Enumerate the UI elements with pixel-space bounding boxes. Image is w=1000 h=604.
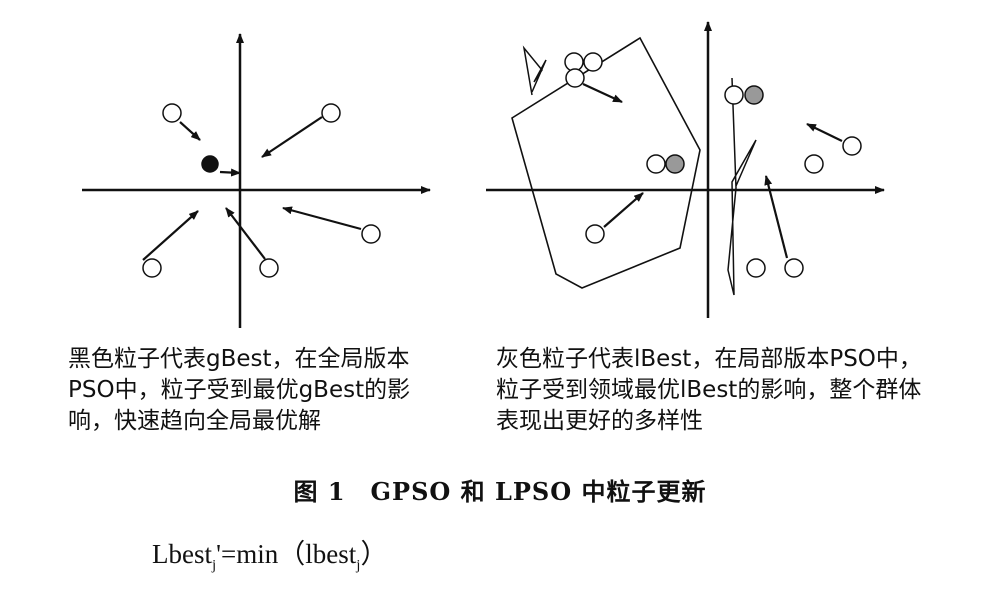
figure-title: 图 1 GPSO 和 LPSO 中粒子更新 — [293, 477, 707, 506]
particle — [565, 68, 585, 88]
particle — [162, 103, 182, 123]
lbest-particle — [744, 85, 764, 105]
particle — [321, 103, 341, 123]
particle — [746, 258, 766, 278]
lbest-formula: Lbestj'=min（lbestj） — [152, 532, 387, 574]
particle — [646, 154, 666, 174]
neighborhood-sketch — [727, 77, 757, 296]
gpso-panel — [82, 33, 431, 328]
lbest-particle — [665, 154, 685, 174]
formula-lhs: Lbest — [152, 539, 212, 569]
velocity-arrow — [261, 116, 323, 158]
particle — [842, 136, 862, 156]
particle — [259, 258, 279, 278]
gpso-caption: 黑色粒子代表gBest，在全局版本PSO中，粒子受到最优gBest的影响，快速趋… — [68, 346, 411, 434]
formula-rhs-subscript: j — [356, 557, 361, 574]
particle — [585, 224, 605, 244]
neighborhood-sketch — [522, 45, 547, 96]
particle — [142, 258, 162, 278]
neighborhood-region — [511, 36, 701, 289]
gbest-particle — [201, 155, 219, 173]
formula-lhs-subscript: j — [212, 557, 217, 574]
velocity-arrow — [219, 168, 241, 177]
velocity-arrow — [582, 83, 623, 103]
velocity-arrow — [603, 192, 644, 228]
velocity-arrow — [142, 210, 199, 261]
particle — [784, 258, 804, 278]
particle — [583, 52, 603, 72]
velocity-arrow — [225, 207, 266, 260]
velocity-arrow — [179, 121, 201, 141]
pso-figure — [82, 21, 885, 328]
particle — [724, 85, 744, 105]
lpso-caption: 灰色粒子代表lBest，在局部版本PSO中，粒子受到领域最优lBest的影响，整… — [496, 346, 922, 434]
lpso-panel — [486, 21, 885, 318]
particle — [361, 224, 381, 244]
velocity-arrow — [282, 206, 362, 231]
formula-middle: '=min（lbest — [216, 539, 357, 569]
velocity-arrow — [806, 123, 843, 142]
formula-close: ） — [360, 539, 388, 569]
particle — [564, 52, 584, 72]
particle — [804, 154, 824, 174]
velocity-arrow — [764, 175, 789, 259]
